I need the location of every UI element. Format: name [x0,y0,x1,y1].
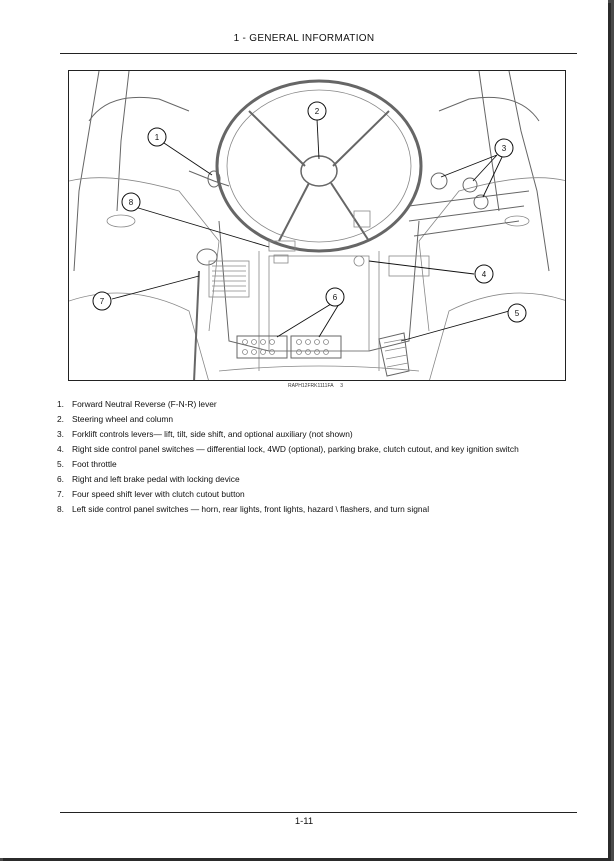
legend-text: Right side control panel switches — diff… [72,444,519,454]
page-header: 1 - GENERAL INFORMATION [233,33,375,44]
callout-6: 6 [325,287,345,307]
legend-number: 1. [57,399,64,409]
svg-text:2: 2 [315,107,320,116]
legend-item: 5. Foot throttle [57,457,519,472]
callout-4: 4 [474,264,494,284]
operator-controls-figure: 1 2 3 4 5 6 7 8 [68,70,566,381]
footer-rule [60,812,577,813]
legend-item: 1. Forward Neutral Reverse (F-N-R) lever [57,397,519,412]
callout-1: 1 [147,127,167,147]
legend-number: 8. [57,504,64,514]
legend-text: Steering wheel and column [72,414,174,424]
svg-text:5: 5 [515,309,520,318]
legend-item: 8. Left side control panel switches — hor… [57,502,519,517]
legend-item: 3. Forklift controls levers— lift, tilt, … [57,427,519,442]
svg-text:3: 3 [502,144,507,153]
legend-text: Forward Neutral Reverse (F-N-R) lever [72,399,217,409]
callout-2: 2 [307,101,327,121]
legend-item: 6. Right and left brake pedal with lockin… [57,472,519,487]
legend-number: 5. [57,459,64,469]
header-rule [60,53,577,54]
svg-text:6: 6 [333,293,338,302]
svg-text:8: 8 [129,198,134,207]
figure-number: 3 [340,383,344,389]
figure-code: RAPH12FRK1111FA 3 [288,383,343,389]
legend-item: 4. Right side control panel switches — di… [57,442,519,457]
legend-text: Foot throttle [72,459,117,469]
legend-item: 2. Steering wheel and column [57,412,519,427]
svg-text:4: 4 [482,270,487,279]
legend-text: Left side control panel switches — horn,… [72,504,430,514]
legend-item: 7. Four speed shift lever with clutch cut… [57,487,519,502]
legend-text: Four speed shift lever with clutch cutou… [72,489,245,499]
legend-number: 3. [57,429,64,439]
legend-text: Forklift controls levers— lift, tilt, si… [72,429,353,439]
svg-text:1: 1 [155,133,160,142]
figure-legend: 1.Forward Neutral Reverse (F-N-R) lever … [57,397,519,517]
cab-line-drawing: 1 2 3 4 5 6 7 8 [69,71,565,380]
callout-7: 7 [92,291,112,311]
legend-number: 2. [57,414,64,424]
legend-number: 7. [57,489,64,499]
legend-number: 6. [57,474,64,484]
legend-text: Right and left brake pedal with locking … [72,474,240,484]
figure-code-text: RAPH12FRK1111FA [288,383,334,389]
callout-8: 8 [121,192,141,212]
page-number: 1-11 [294,816,314,827]
callout-5: 5 [507,303,527,323]
legend-number: 4. [57,444,64,454]
svg-text:7: 7 [100,297,105,306]
callout-3: 3 [494,138,514,158]
